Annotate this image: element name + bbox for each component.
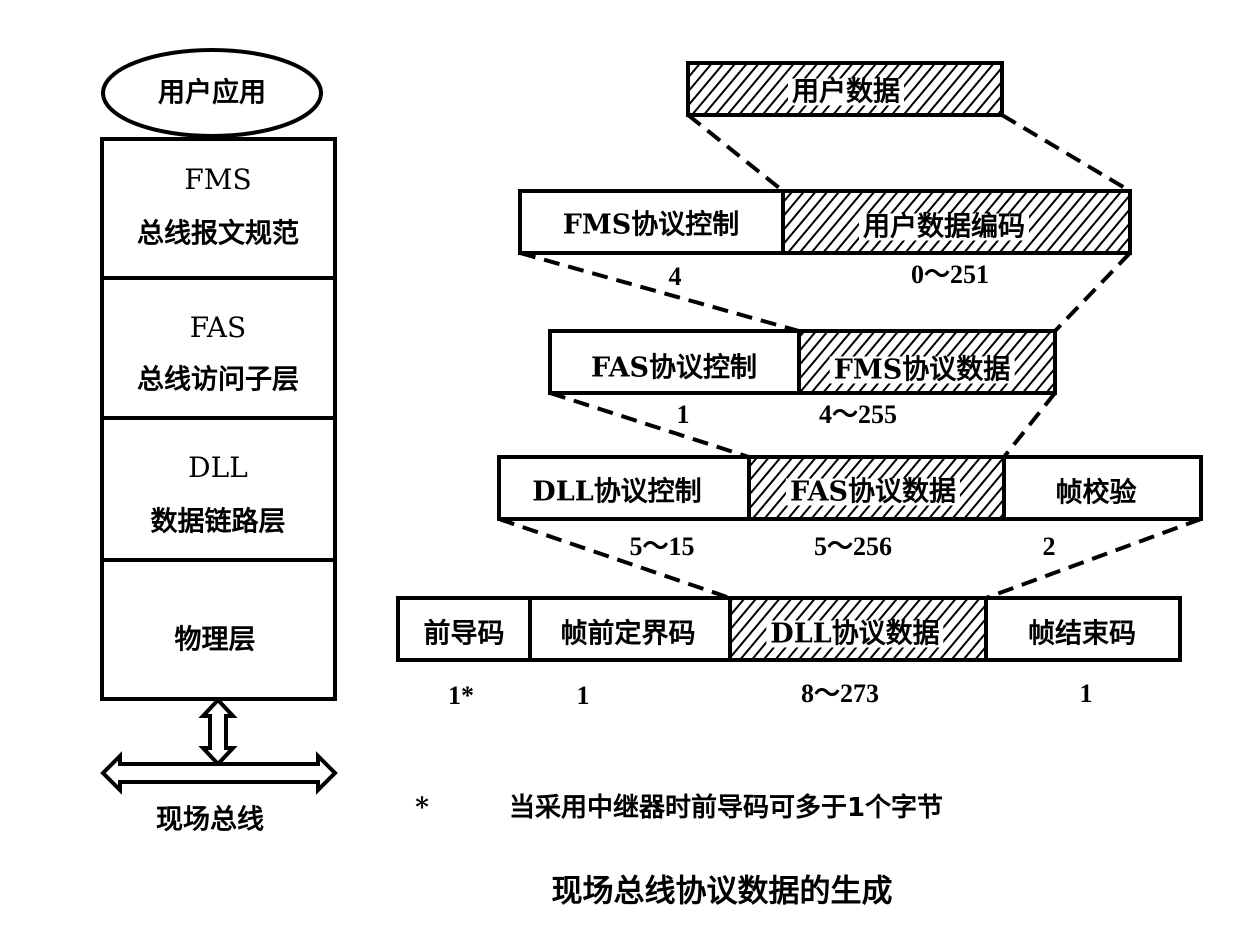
expansion-line bbox=[1053, 251, 1132, 333]
user-application-label: 用户应用 bbox=[158, 77, 266, 109]
field-label: DLL协议数据 bbox=[766, 620, 944, 648]
layer-fas-desc: 总线访问子层 bbox=[137, 364, 299, 396]
field-size: 4～255 bbox=[818, 400, 898, 429]
field-size: 4 bbox=[668, 262, 682, 291]
footnote-text: 当采用中继器时前导码可多于1个字节 bbox=[508, 793, 944, 823]
expansion-line bbox=[549, 391, 750, 459]
field-label: 帧校验 bbox=[1055, 477, 1137, 509]
user-application-ellipse bbox=[101, 48, 323, 138]
expansion-line bbox=[686, 113, 785, 193]
field-label: 前导码 bbox=[423, 618, 505, 650]
field-label: 用户数据编码 bbox=[859, 213, 1029, 241]
field-size: 1 bbox=[576, 681, 590, 710]
frame-end-delimiter bbox=[984, 596, 1182, 662]
field-label: 用户数据 bbox=[788, 78, 904, 106]
field-label: FMS协议控制 bbox=[562, 209, 740, 241]
layer-fms-desc: 总线报文规范 bbox=[137, 218, 299, 250]
bus-double-arrow-icon bbox=[100, 751, 338, 795]
expansion-line bbox=[1002, 391, 1057, 459]
field-size: 5～256 bbox=[813, 532, 893, 561]
field-size: 1 bbox=[676, 400, 690, 429]
field-label: 帧结束码 bbox=[1028, 618, 1136, 650]
field-label: FAS协议控制 bbox=[590, 352, 758, 384]
layer-fms-name: FMS bbox=[184, 163, 252, 196]
field-size: 2 bbox=[1042, 532, 1056, 561]
field-label: 帧前定界码 bbox=[560, 618, 696, 650]
field-size: 1* bbox=[448, 681, 474, 710]
layer-physical-desc: 物理层 bbox=[174, 624, 256, 656]
frame-fas-control bbox=[548, 329, 801, 395]
frame-fcs bbox=[1002, 455, 1203, 521]
field-size: 0～251 bbox=[910, 260, 990, 289]
frame-preamble bbox=[396, 596, 532, 662]
diagram-title: 现场总线协议数据的生成 bbox=[551, 873, 893, 910]
field-size: 1 bbox=[1079, 679, 1093, 708]
expansion-line bbox=[498, 517, 731, 600]
footnote-marker: * bbox=[415, 793, 429, 823]
expansion-line bbox=[985, 517, 1202, 600]
field-label: FAS协议数据 bbox=[785, 478, 961, 506]
frame-fms-control bbox=[518, 189, 785, 255]
layer-dll-name: DLL bbox=[188, 451, 248, 484]
field-size: 5～15 bbox=[629, 532, 695, 561]
layer-fas-name: FAS bbox=[189, 311, 247, 344]
field-label: DLL协议控制 bbox=[532, 476, 702, 508]
field-label: FMS协议数据 bbox=[829, 356, 1015, 384]
expansion-line bbox=[1000, 113, 1132, 193]
expansion-line bbox=[519, 251, 800, 333]
layer-dll-desc: 数据链路层 bbox=[150, 506, 286, 538]
fieldbus-label: 现场总线 bbox=[156, 804, 264, 836]
vertical-double-arrow-icon bbox=[198, 697, 238, 767]
field-size: 8～273 bbox=[800, 679, 880, 708]
